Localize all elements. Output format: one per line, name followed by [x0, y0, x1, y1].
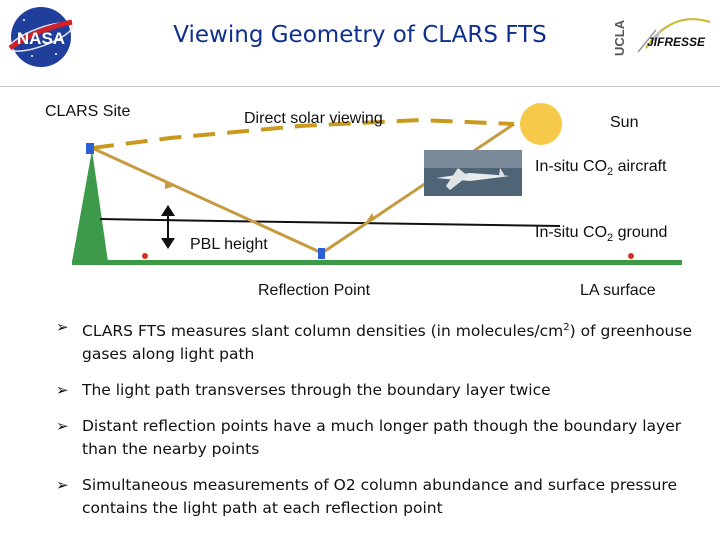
- pbl-height-label: PBL height: [190, 236, 268, 253]
- clars-site-label: CLARS Site: [45, 103, 131, 120]
- ground-label: In-situ CO2 ground: [535, 224, 668, 245]
- path-arrow-icon: [165, 180, 175, 189]
- aircraft-label: In-situ CO2 aircraft: [535, 158, 667, 179]
- ground-site-dot: [628, 253, 634, 259]
- pbl-arrow-up-icon: [161, 205, 175, 216]
- sun-label: Sun: [610, 114, 639, 131]
- aircraft-photo: [424, 150, 522, 196]
- page-title: Viewing Geometry of CLARS FTS: [173, 22, 547, 48]
- arrow-bullet-icon: ➢: [56, 318, 69, 336]
- jifresse-logo: JIFRESSE: [637, 18, 711, 53]
- arrow-bullet-icon: ➢: [56, 476, 69, 495]
- reflection-point-label: Reflection Point: [258, 282, 371, 299]
- arrow-bullet-icon: ➢: [56, 417, 69, 436]
- reflection-point-marker: [318, 248, 325, 259]
- bullet-item: ➢ The light path transverses through the…: [56, 379, 706, 402]
- nasa-logo: NASA: [8, 7, 73, 67]
- direct-solar-path: [91, 117, 515, 150]
- pbl-line: [99, 218, 561, 227]
- direct-solar-label: Direct solar viewing: [244, 110, 383, 127]
- bullet-list: ➢ CLARS FTS measures slant column densit…: [56, 316, 706, 533]
- viewing-geometry-diagram: [72, 103, 682, 265]
- pbl-arrow-down-icon: [161, 238, 175, 249]
- bullet-item: ➢ CLARS FTS measures slant column densit…: [56, 318, 692, 364]
- la-surface-label: LA surface: [580, 282, 656, 299]
- title-divider: [0, 86, 720, 87]
- bullet-item: ➢ Simultaneous measurements of O2 column…: [56, 476, 677, 518]
- jifresse-logo-text: JIFRESSE: [647, 35, 706, 49]
- nasa-logo-text: NASA: [17, 29, 65, 48]
- bullet-item: ➢ Distant reflection points have a much …: [56, 417, 682, 459]
- ucla-logo: UCLA: [612, 19, 627, 56]
- ground-site-dot: [142, 253, 148, 259]
- sun-icon: [520, 103, 562, 145]
- path-arrow-icon: [366, 213, 375, 222]
- clars-site-marker: [86, 143, 94, 154]
- la-surface-line: [72, 260, 682, 265]
- mountain: [72, 150, 108, 262]
- arrow-bullet-icon: ➢: [56, 381, 69, 400]
